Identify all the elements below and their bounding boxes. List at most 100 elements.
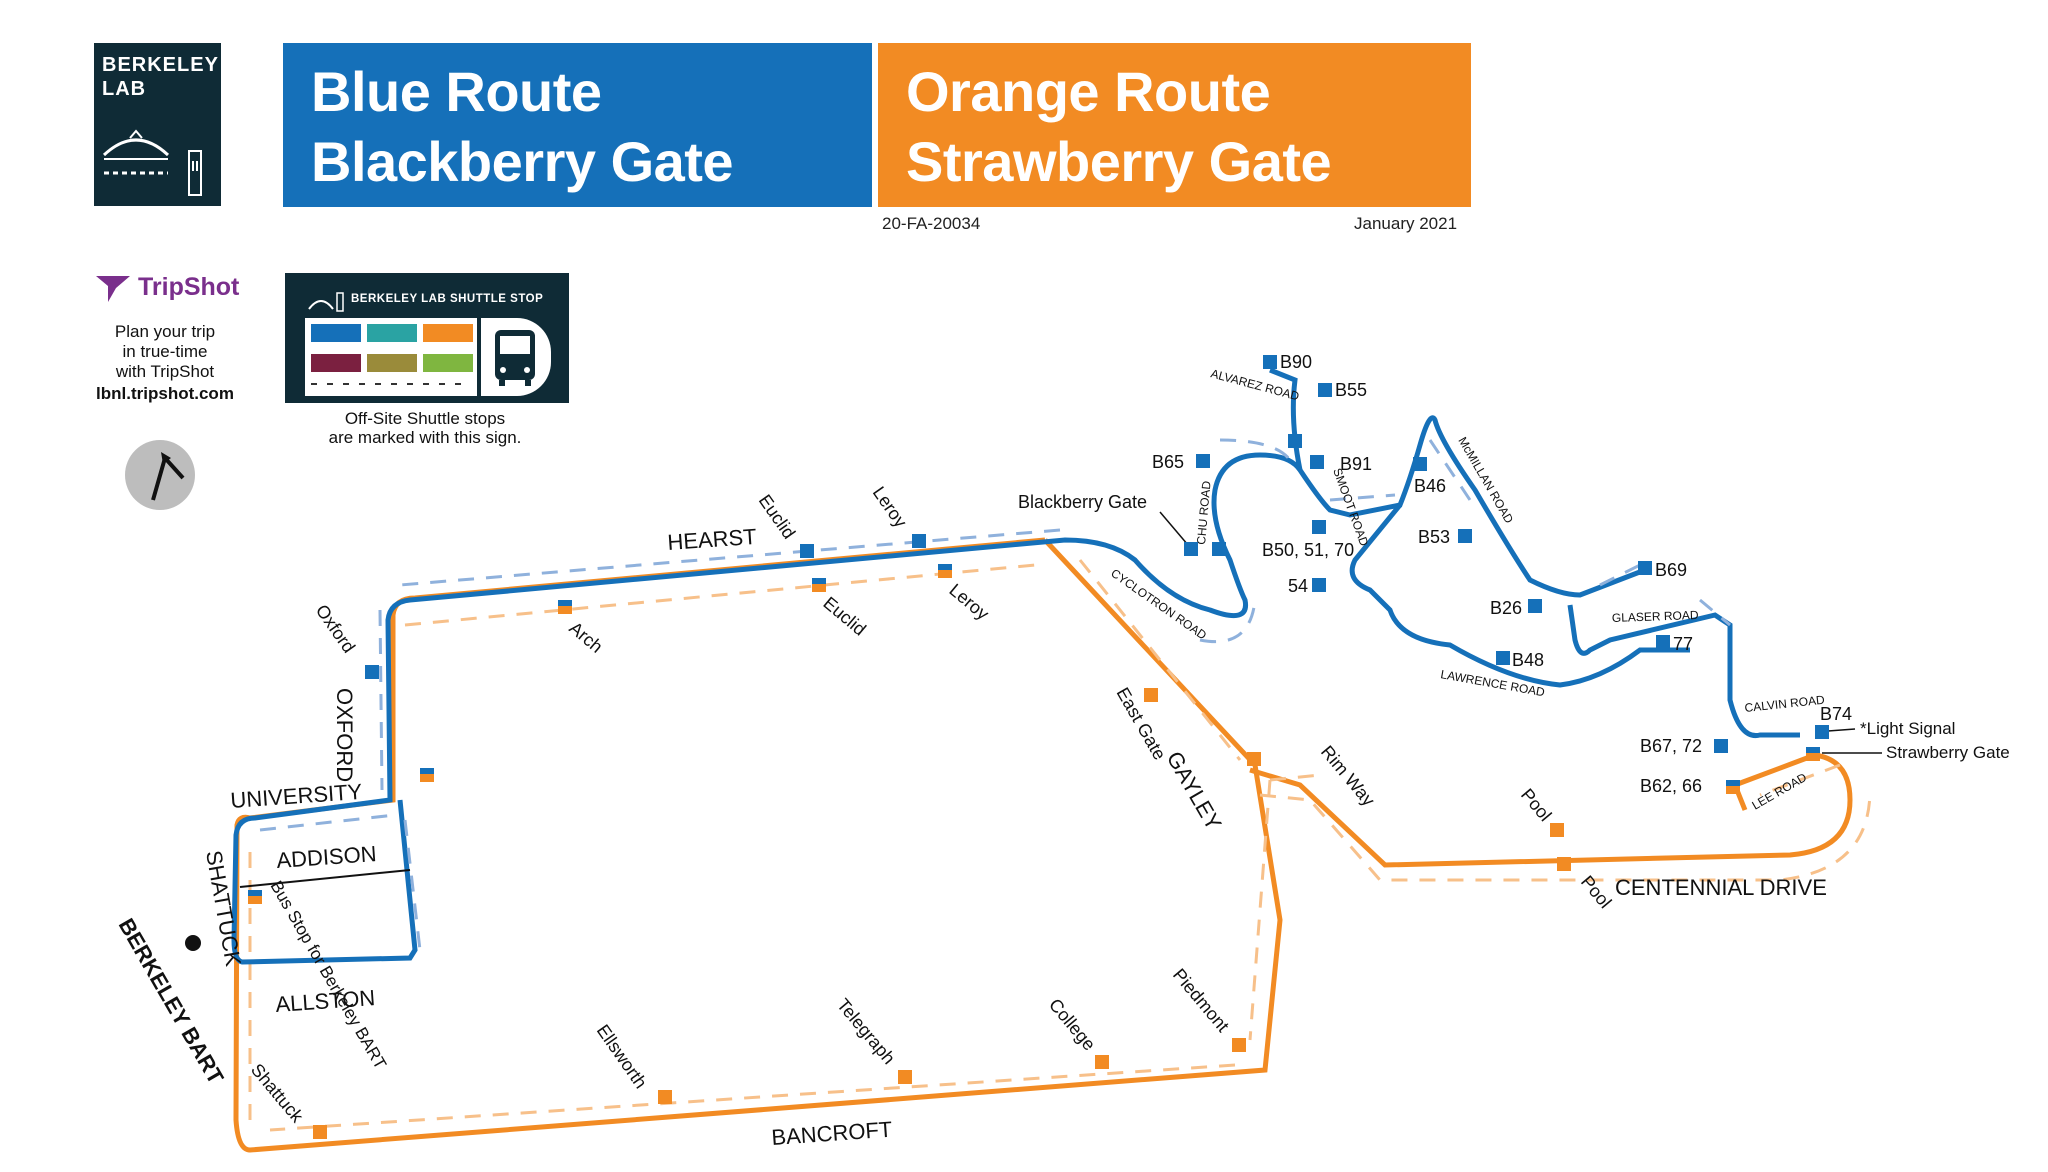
- street-oxford: OXFORD: [332, 688, 357, 782]
- north-arrow-glyph: [151, 452, 185, 501]
- stop-telegraph-marker[interactable]: [898, 1070, 912, 1084]
- stop-54-marker[interactable]: [1312, 578, 1326, 592]
- stop-leroy-blue-marker[interactable]: [912, 534, 926, 548]
- stop-label-b50: B50, 51, 70: [1262, 540, 1354, 560]
- orange-route-loop: [1249, 752, 1853, 868]
- stop-label-east-gate: East Gate: [1113, 684, 1170, 763]
- sign-caption: Off-Site Shuttle stops are marked with t…: [328, 409, 522, 447]
- tripshot-link[interactable]: lbnl.tripshot.com: [96, 384, 234, 403]
- light-signal-label: *Light Signal: [1860, 719, 1955, 738]
- blackberry-gate-label: Blackberry Gate: [1018, 492, 1147, 512]
- shuttle-stop-sign: BERKELEY LAB SHUTTLE STOP: [285, 273, 569, 403]
- street-hearst: HEARST: [667, 524, 758, 555]
- berkeley-bart-dot: [185, 935, 201, 951]
- stop-label-pool-south: Pool: [1577, 872, 1615, 912]
- stop-b91-marker[interactable]: [1310, 455, 1324, 469]
- stop-b69-marker[interactable]: [1638, 561, 1652, 575]
- stop-b46-marker[interactable]: [1413, 457, 1427, 471]
- stop-b74-marker[interactable]: [1815, 725, 1829, 739]
- stop-ellsworth-marker[interactable]: [658, 1090, 672, 1104]
- stop-b50-marker[interactable]: [1312, 520, 1326, 534]
- blue-route-title: Blue Route: [311, 60, 602, 123]
- stop-oxford-marker[interactable]: [365, 665, 379, 679]
- street-calvin: CALVIN ROAD: [1744, 693, 1826, 715]
- stop-piedmont-marker[interactable]: [1232, 1038, 1246, 1052]
- stop-label-b65: B65: [1152, 452, 1184, 472]
- stop-label-euclid-blue: Euclid: [755, 491, 800, 543]
- bus-icon: [495, 330, 535, 386]
- blue-route-banner: Blue Route Blackberry Gate: [283, 43, 872, 207]
- stop-b26-marker[interactable]: [1528, 599, 1542, 613]
- sign-bus-panel: [481, 318, 551, 396]
- sign-title: BERKELEY LAB SHUTTLE STOP: [351, 293, 544, 305]
- stop-77-marker[interactable]: [1656, 635, 1670, 649]
- stop-label-leroy-blue: Leroy: [869, 483, 911, 531]
- stop-label-oxford: Oxford: [312, 601, 359, 657]
- sign-building-icon: [308, 292, 344, 312]
- stop-label-telegraph: Telegraph: [833, 995, 899, 1068]
- orange-arrows-loop: [1259, 763, 1872, 882]
- stop-label-b46: B46: [1414, 476, 1446, 496]
- stop-b65-marker[interactable]: [1196, 454, 1210, 468]
- tripshot-tagline: Plan your trip in true-time with TripSho…: [114, 322, 216, 381]
- blue-arrows: [259, 438, 1731, 951]
- light-signal-pointer: [1827, 728, 1856, 732]
- orange-route-title: Orange Route: [906, 60, 1271, 123]
- orange-route-line: [233, 537, 1283, 1153]
- stop-b90-marker[interactable]: [1263, 355, 1277, 369]
- stop-label-college: College: [1045, 995, 1100, 1055]
- stop-label-b62: B62, 66: [1640, 776, 1702, 796]
- logo-text: BERKELEY LAB: [102, 54, 219, 100]
- north-arrow-icon: [125, 440, 195, 510]
- stop-gate-marker-b[interactable]: [1212, 542, 1226, 556]
- stop-gate-marker-a[interactable]: [1184, 542, 1198, 556]
- stop-euclid-blue-marker[interactable]: [800, 544, 814, 558]
- tripshot-brand[interactable]: TripShot: [96, 273, 239, 302]
- street-gayley: GAYLEY: [1162, 747, 1227, 835]
- street-glaser: GLASER ROAD: [1612, 608, 1699, 625]
- sign-route-grid: [305, 318, 477, 396]
- blackberry-gate-pointer: [1159, 511, 1189, 546]
- tripshot-name: TripShot: [138, 273, 240, 301]
- orange-route-banner: Orange Route Strawberry Gate: [878, 43, 1471, 207]
- stop-label-rim-way: Rim Way: [1317, 742, 1379, 810]
- stop-label-b74: B74: [1820, 704, 1852, 724]
- blue-route-gate: Blackberry Gate: [311, 130, 734, 193]
- orange-arrows-outer: [248, 559, 1272, 1132]
- blue-route-line: [231, 415, 1800, 965]
- stop-label-pool-north: Pool: [1517, 785, 1555, 825]
- stop-pool-south-marker[interactable]: [1557, 857, 1571, 871]
- stop-label-piedmont: Piedmont: [1169, 965, 1233, 1036]
- stop-shattuck-marker[interactable]: [313, 1125, 327, 1139]
- stop-b48-marker[interactable]: [1496, 651, 1510, 665]
- stop-label-b69: B69: [1655, 560, 1687, 580]
- stop-chu-marker[interactable]: [1288, 434, 1302, 448]
- stop-pool-north-marker[interactable]: [1550, 823, 1564, 837]
- stop-east-gate-marker[interactable]: [1144, 688, 1158, 702]
- stop-label-shattuck-stop: Shattuck: [247, 1060, 308, 1127]
- street-bancroft: BANCROFT: [771, 1117, 893, 1150]
- orange-route-gate: Strawberry Gate: [906, 130, 1332, 193]
- stop-b55-marker[interactable]: [1318, 383, 1332, 397]
- stop-college-marker[interactable]: [1095, 1055, 1109, 1069]
- berkeley-bart-label: BERKELEY BART: [114, 914, 229, 1089]
- street-centennial: CENTENNIAL DRIVE: [1615, 875, 1827, 900]
- stop-label-b91: B91: [1340, 454, 1372, 474]
- stop-label-leroy-orange: Leroy: [945, 580, 992, 624]
- street-lawrence: LAWRENCE ROAD: [1439, 667, 1546, 699]
- stop-label-b26: B26: [1490, 598, 1522, 618]
- stop-label-ellsworth: Ellsworth: [593, 1021, 651, 1092]
- document-date: January 2021: [1354, 214, 1458, 233]
- berkeley-lab-logo: BERKELEY LAB: [94, 43, 221, 206]
- stop-label-54: 54: [1288, 576, 1308, 596]
- document-id: 20-FA-20034: [882, 214, 981, 233]
- stop-b53-marker[interactable]: [1458, 529, 1472, 543]
- stop-label-b55: B55: [1335, 380, 1367, 400]
- street-smoot: SMOOT ROAD: [1330, 466, 1371, 548]
- bus-stop-note: Bus Stop for Berkeley BART: [267, 878, 391, 1073]
- stop-rim-way-marker[interactable]: [1247, 752, 1261, 766]
- route-swatches: [311, 324, 473, 385]
- stop-b67-marker[interactable]: [1714, 739, 1728, 753]
- lab-building-icon: [102, 129, 202, 196]
- strawberry-gate-label: Strawberry Gate: [1886, 743, 2010, 762]
